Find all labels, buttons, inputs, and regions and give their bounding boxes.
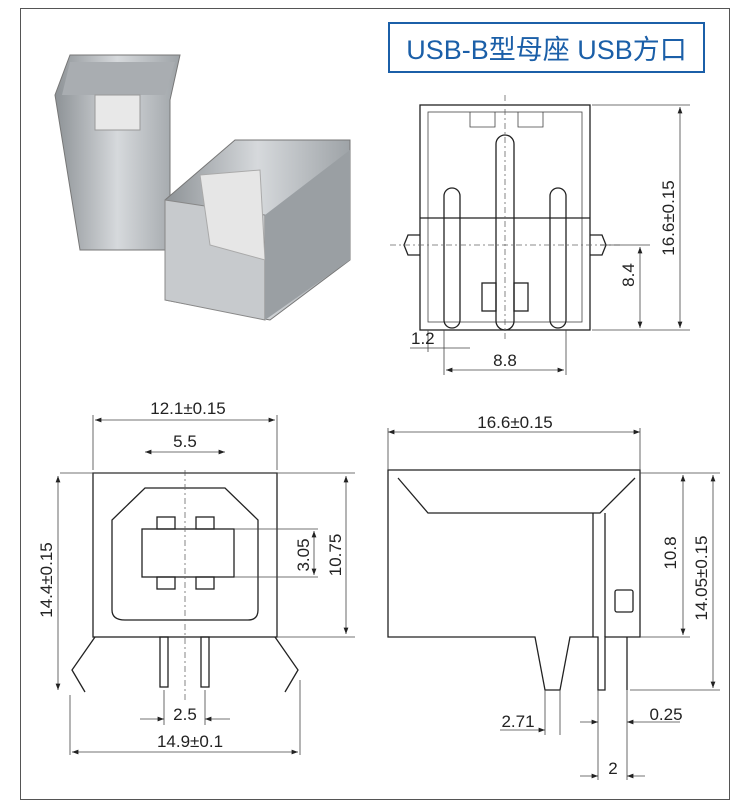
total-height-label: 14.4±0.15 <box>37 542 56 618</box>
product-title: USB-B型母座 USB方口 <box>388 22 705 73</box>
front-view: 12.1±0.15 5.5 14.4±0.15 3.05 10.75 2.5 1… <box>37 399 355 755</box>
product-photo <box>54 54 351 321</box>
body-height-label: 10.75 <box>326 534 345 577</box>
peg-width-label: 2.71 <box>501 712 534 731</box>
plug-width-label: 5.5 <box>173 432 197 451</box>
pin-thickness-label: 0.25 <box>649 705 682 724</box>
top-height-label: 16.6±0.15 <box>659 180 678 256</box>
pin-height-label: 8.4 <box>619 263 638 287</box>
title-text: USB-B型母座 USB方口 <box>406 35 687 65</box>
side-length-label: 16.6±0.15 <box>477 413 553 432</box>
side-view: 16.6±0.15 10.8 14.05±0.15 2.71 0.25 2 <box>387 413 720 780</box>
drawing-frame <box>20 8 730 800</box>
offset-label: 1.2 <box>411 329 435 348</box>
body-width-label: 12.1±0.15 <box>150 399 226 418</box>
slot-height-label: 3.05 <box>294 538 313 571</box>
pin-offset-label: 2 <box>608 759 617 778</box>
leg-span-label: 14.9±0.1 <box>157 732 223 751</box>
pin-span-label: 8.8 <box>493 351 517 370</box>
top-view: 16.6±0.15 8.4 1.2 8.8 <box>390 95 690 375</box>
pin-pitch-label: 2.5 <box>173 705 197 724</box>
side-total-height-label: 14.05±0.15 <box>692 536 711 621</box>
side-height-label: 10.8 <box>661 536 680 569</box>
